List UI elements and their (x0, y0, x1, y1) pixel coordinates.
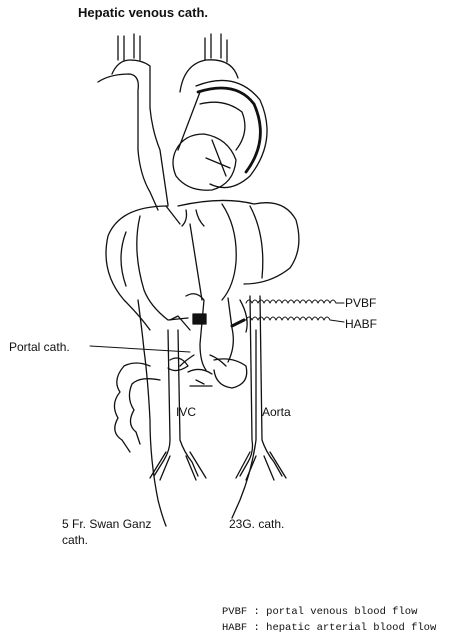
diagram-title: Hepatic venous cath. (78, 6, 208, 19)
portal-vein-clamp (193, 314, 206, 324)
ivc-label: IVC (176, 406, 196, 418)
neck-vessels (98, 34, 238, 150)
pvbf-label: PVBF (345, 297, 376, 309)
swan-ganz-label: 5 Fr. Swan Ganz cath. (62, 516, 151, 548)
habf-label: HABF (345, 318, 377, 330)
heart (173, 80, 267, 190)
portal-cath-label: Portal cath. (9, 341, 70, 353)
femoral-vessels (150, 452, 286, 480)
superior-vena-cava (138, 108, 168, 210)
aorta-label: Aorta (262, 406, 291, 418)
legend-row-pvbf: PVBF : portal venous blood flow (222, 605, 436, 621)
legend: PVBF : portal venous blood flow HABF : h… (222, 605, 436, 637)
catheters (90, 206, 256, 526)
cath-23g-label: 23G. cath. (229, 518, 284, 530)
portal-ivc-aorta (154, 294, 282, 476)
hepatic-artery-probe (232, 320, 244, 326)
legend-row-habf: HABF : hepatic arterial blood flow (222, 621, 436, 637)
